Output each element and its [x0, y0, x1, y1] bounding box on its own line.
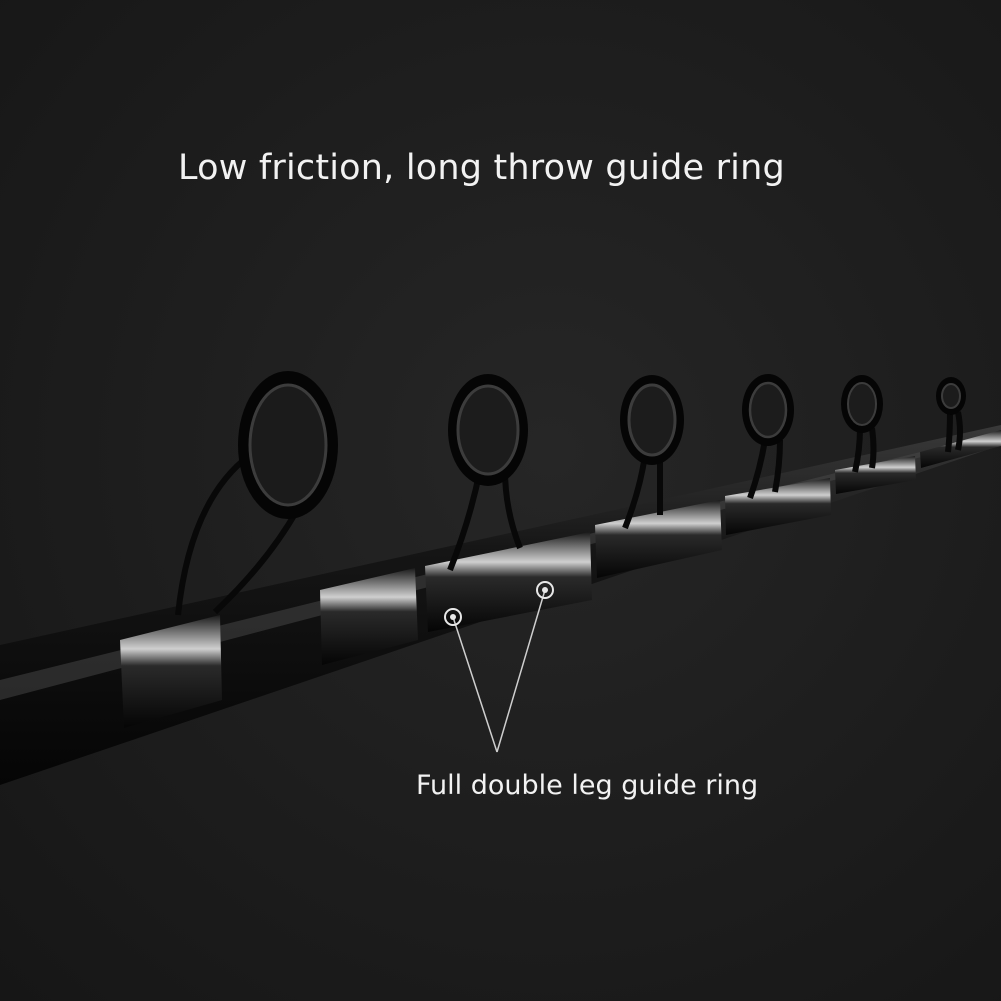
double-leg-callout-label: Full double leg guide ring	[416, 770, 759, 801]
callout-dot-left	[444, 608, 462, 626]
guide-rings	[238, 371, 966, 519]
callout-pointers	[444, 581, 554, 753]
guide-ring-2	[448, 374, 528, 486]
guide-ring-1	[238, 371, 338, 519]
guide-wraps	[120, 430, 1001, 728]
guide-ring-4	[742, 374, 794, 446]
guide-ring-6	[936, 377, 966, 415]
guide-ring-3	[620, 375, 684, 465]
guide-ring-5	[841, 375, 883, 433]
callout-dot-right	[536, 581, 554, 599]
headline-caption: Low friction, long throw guide ring	[178, 148, 785, 188]
